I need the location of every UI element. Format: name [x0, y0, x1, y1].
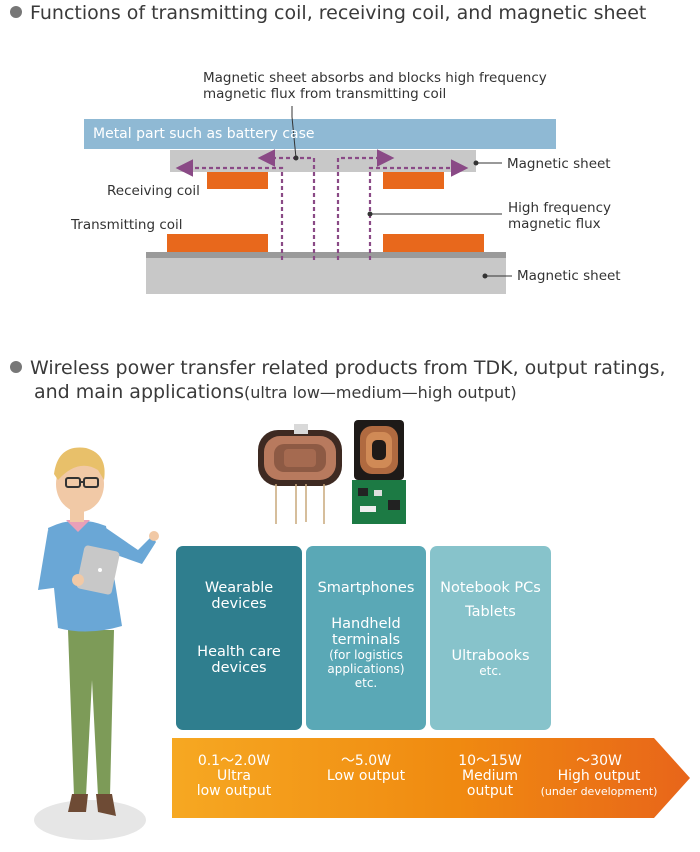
magnetic-sheet-upper-label: Magnetic sheet: [507, 156, 611, 172]
receiving-coil-label: Receiving coil: [107, 183, 200, 199]
tdk-products-image: [258, 420, 406, 524]
transmitting-coil-left: [167, 234, 268, 252]
application-box-ultra-low: Wearable devices Health care devices: [176, 546, 302, 730]
transmitting-coil-board-icon: [352, 420, 406, 524]
section2-heading: Wireless power transfer related products…: [10, 357, 666, 403]
output-high: ～30W High output (under development): [540, 753, 658, 799]
lower-magnetic-sheet: [146, 258, 506, 294]
output-medium: 10～15W Medium output: [458, 753, 522, 799]
transmitting-coil-label: Transmitting coil: [71, 217, 183, 233]
coil-diagram: [84, 106, 556, 294]
metal-part-plate: [84, 119, 556, 149]
flux-label: High frequency magnetic flux: [508, 200, 612, 232]
application-box-low: Smartphones Handheld terminals (for logi…: [306, 546, 426, 730]
bullet-icon: [10, 361, 22, 373]
output-rating-arrow: [172, 738, 690, 818]
receiving-coil-module-icon: [258, 424, 342, 524]
receiving-coil-left: [207, 172, 268, 189]
person-illustration: [34, 447, 159, 840]
output-low: ～5.0W Low output: [326, 753, 406, 784]
bullet-icon: [10, 6, 22, 18]
section1-heading: Functions of transmitting coil, receivin…: [10, 2, 646, 24]
metal-part-label: Metal part such as battery case: [93, 126, 315, 142]
magnetic-flux-lines: [175, 149, 469, 260]
lower-magnetic-sheet-top: [146, 252, 506, 258]
upper-magnetic-sheet: [170, 150, 476, 172]
application-box-medium-high: Notebook PCs Tablets Ultrabooks etc.: [430, 546, 551, 730]
output-ultra-low: 0.1～2.0W Ultra low output: [196, 753, 272, 799]
callout-label: Magnetic sheet absorbs and blocks high f…: [203, 70, 547, 102]
transmitting-coil-right: [383, 234, 484, 252]
receiving-coil-right: [383, 172, 444, 189]
magnetic-sheet-lower-label: Magnetic sheet: [517, 268, 621, 284]
